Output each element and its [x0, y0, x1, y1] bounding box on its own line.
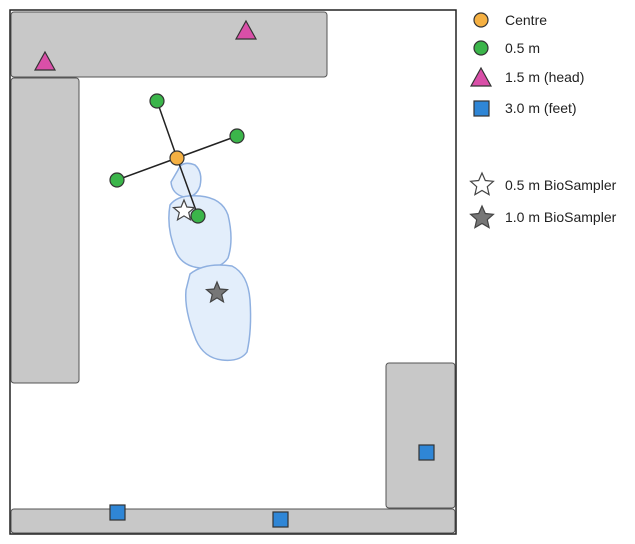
blue-square-icon	[272, 511, 289, 528]
white-star-icon	[469, 171, 495, 196]
green-circle-icon	[473, 40, 489, 56]
patient-torso	[168, 194, 232, 270]
legend-sampler-half: 0.5 m BioSampler	[505, 177, 617, 193]
legend-sampler-one: 1.0 m BioSampler	[505, 209, 617, 225]
blue-square-icon	[418, 444, 435, 461]
line-to-point-1	[156, 100, 178, 159]
legend: Centre 0.5 m 1.5 m (head) 3.0 m (feet) 0…	[469, 12, 617, 229]
green-circle-icon	[229, 128, 245, 144]
gray-star-icon	[204, 280, 230, 304]
blue-square-icon	[109, 504, 126, 521]
left-bench	[10, 77, 80, 384]
green-circle-icon	[149, 93, 165, 109]
orange-circle-icon	[473, 12, 489, 28]
magenta-triangle-icon	[234, 19, 258, 40]
legend-feet: 3.0 m (feet)	[505, 100, 577, 116]
gray-star-icon	[469, 204, 495, 229]
line-to-point-3	[116, 157, 178, 181]
magenta-triangle-icon	[469, 66, 493, 87]
patient-head	[170, 162, 202, 198]
magenta-triangle-icon	[33, 50, 57, 71]
white-star-icon	[171, 198, 197, 222]
patient-body	[168, 162, 252, 362]
legend-centre: Centre	[505, 12, 547, 28]
legend-head: 1.5 m (head)	[505, 69, 584, 85]
bottom-bench	[10, 508, 456, 534]
right-bench	[385, 362, 456, 509]
line-to-point-2	[176, 135, 238, 159]
patient-legs	[184, 264, 252, 362]
line-to-point-4	[176, 157, 199, 217]
top-bench	[10, 11, 328, 78]
green-circle-icon	[109, 172, 125, 188]
sampling-lines	[116, 100, 238, 217]
orange-circle-icon	[169, 150, 185, 166]
green-circle-icon	[190, 208, 206, 224]
legend-half-m: 0.5 m	[505, 40, 540, 56]
blue-square-icon	[473, 100, 490, 117]
